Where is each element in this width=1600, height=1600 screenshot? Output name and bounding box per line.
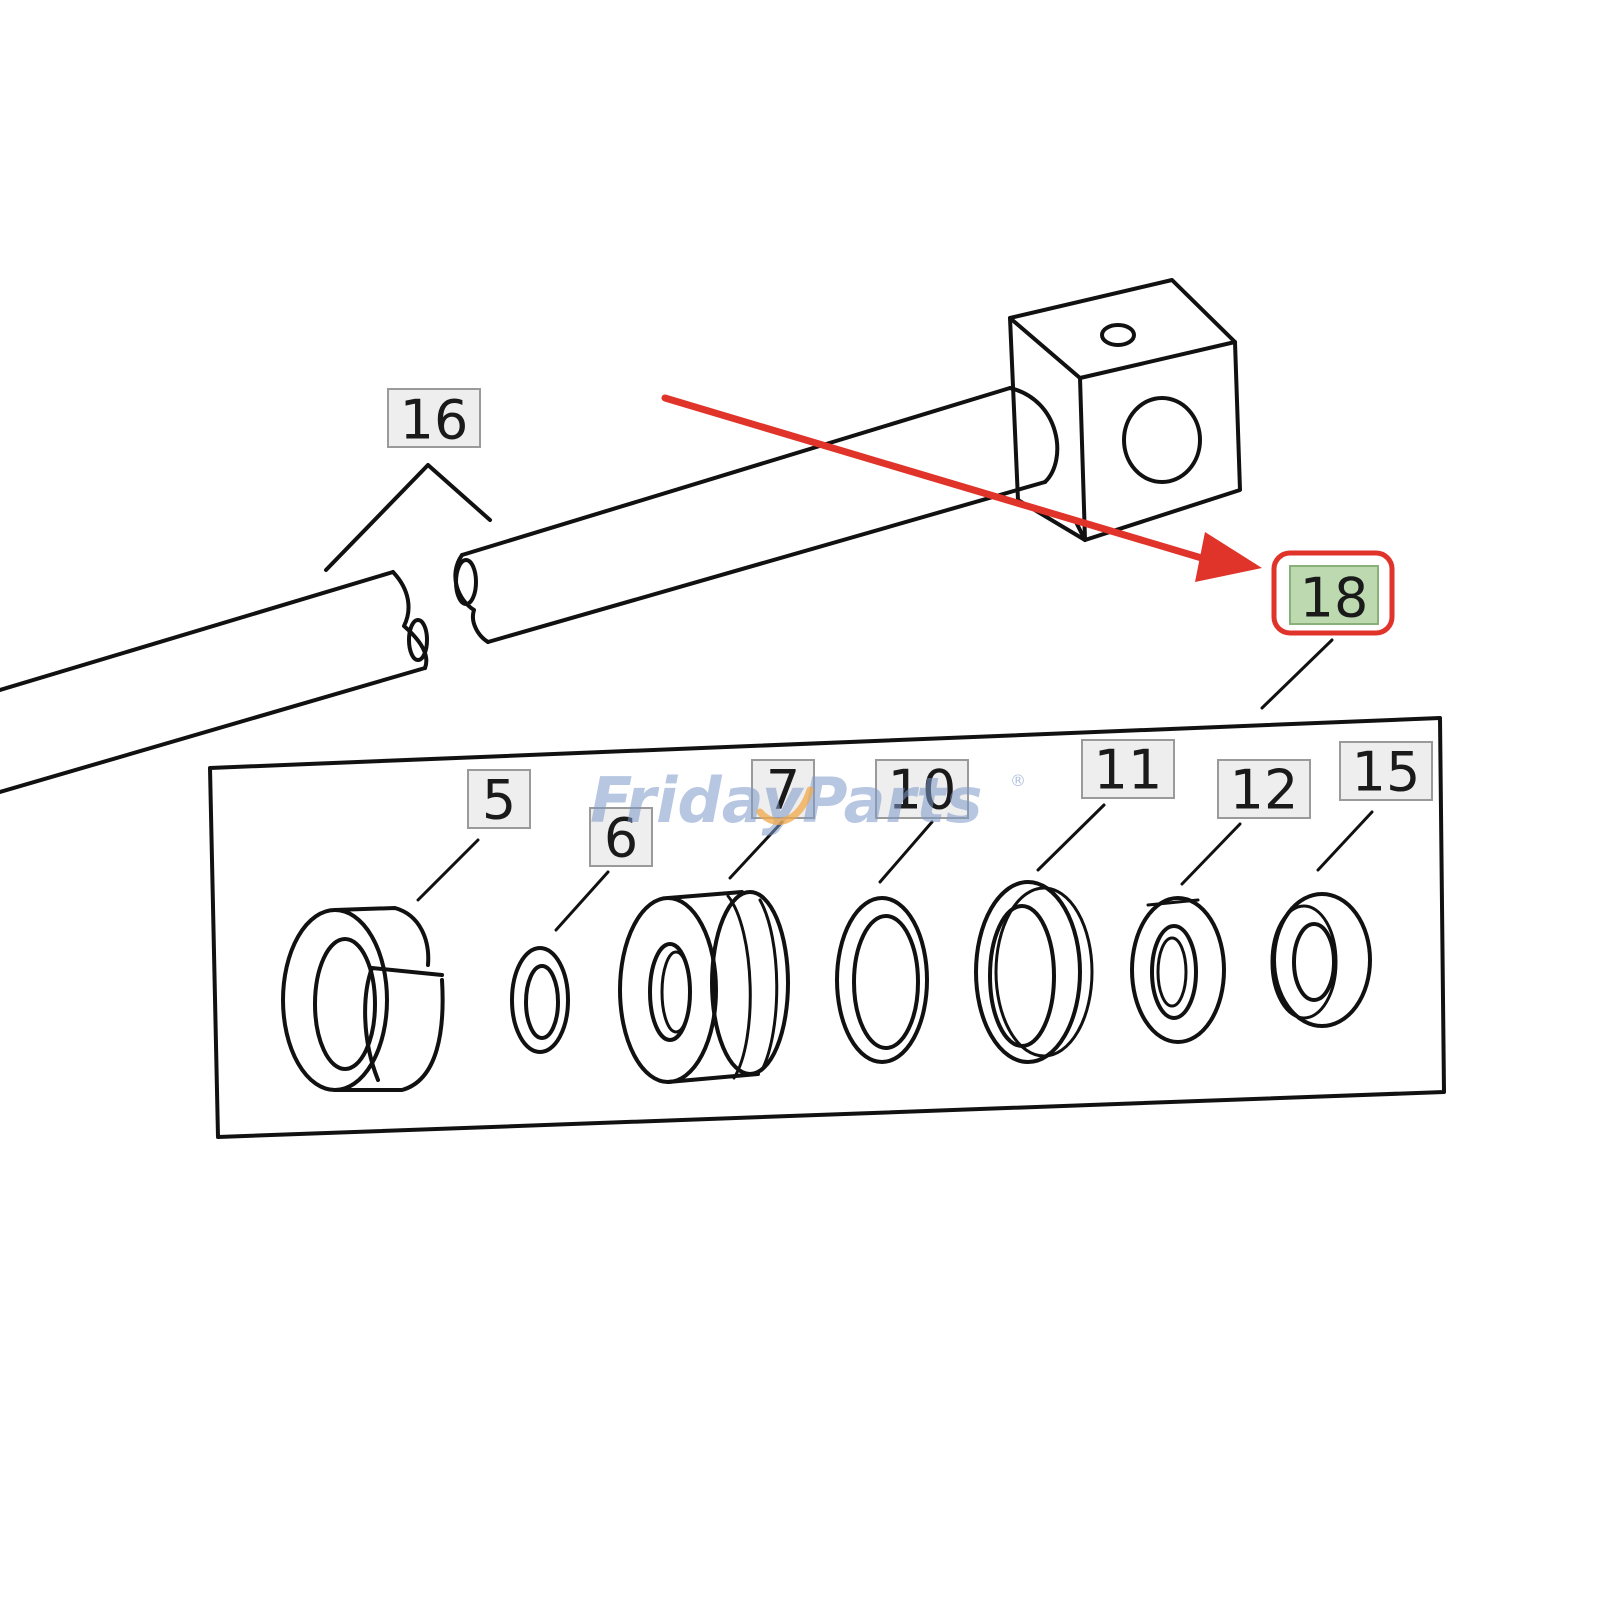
callout-6-label: 6 [604, 807, 638, 870]
callout-16[interactable]: 16 [387, 388, 481, 452]
callout-5[interactable]: 5 [467, 769, 531, 832]
watermark-text: FridayParts [590, 764, 983, 837]
part-12-wiper [1130, 896, 1226, 1044]
callout-5-label: 5 [482, 769, 516, 832]
callout-6-leader [554, 870, 610, 932]
rod-right-segment [453, 386, 1060, 644]
rod-left-segment [0, 570, 429, 794]
callout-10-leader [878, 820, 934, 884]
callout-6[interactable]: 6 [589, 807, 653, 870]
callout-15-label: 15 [1352, 741, 1421, 804]
callout-5-leader [416, 838, 480, 902]
callout-12-leader [1180, 822, 1242, 886]
callout-16-label: 16 [400, 389, 469, 452]
callout-18-leader [1260, 638, 1334, 710]
seal-kit-panel [208, 716, 1446, 1139]
callout-15[interactable]: 15 [1339, 741, 1433, 804]
highlight-arrow [661, 394, 1262, 582]
callout-11[interactable]: 11 [1081, 739, 1175, 802]
part-15-seal-ring [1270, 892, 1372, 1028]
part-7-piston [618, 890, 790, 1084]
callout-12-label: 12 [1230, 759, 1299, 822]
watermark-swoosh-icon [756, 786, 814, 825]
callout-10[interactable]: 10 [875, 759, 969, 822]
callout-12[interactable]: 12 [1217, 759, 1311, 822]
part-11-seal [974, 880, 1094, 1064]
callout-15-leader [1316, 810, 1374, 872]
callout-16-bracket [324, 463, 492, 572]
fridayparts-watermark-logo: FridayParts ® [590, 764, 1026, 837]
callout-7-leader [728, 820, 784, 880]
callout-10-label: 10 [888, 759, 957, 822]
part-5-split-bushing [281, 906, 445, 1092]
watermark-registered-mark: ® [1010, 771, 1026, 790]
callout-18-label: 18 [1300, 567, 1369, 630]
callout-11-leader [1036, 803, 1106, 872]
callout-18-highlighted[interactable]: 18 [1271, 550, 1395, 636]
callout-11-label: 11 [1094, 739, 1163, 802]
part-6-small-o-ring [510, 946, 570, 1054]
part-10-ring [835, 896, 929, 1064]
